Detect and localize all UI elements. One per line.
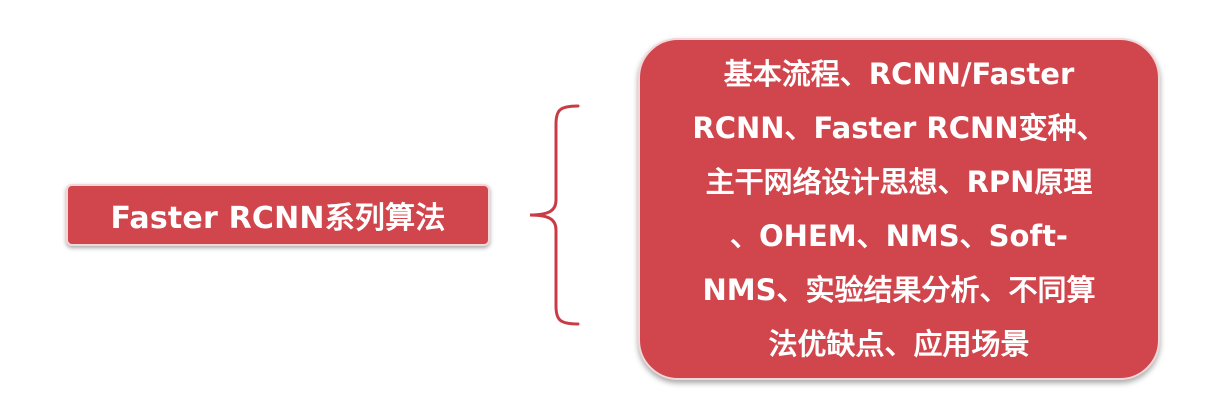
detail-line-3: 主干网络设计思想、RPN原理 [705, 165, 1093, 199]
detail-line-4: 、OHEM、NMS、Soft- [730, 219, 1068, 253]
detail-line-5: NMS、实验结果分析、不同算 [702, 273, 1096, 307]
root-node: Faster RCNN系列算法 [66, 184, 490, 246]
brace-path [529, 104, 580, 326]
detail-node: 基本流程、RCNN/Faster RCNN、Faster RCNN变种、 主干网… [638, 38, 1160, 380]
curly-brace-connector [529, 104, 580, 326]
detail-line-6: 法优缺点、应用场景 [768, 327, 1030, 361]
detail-line-1: 基本流程、RCNN/Faster [723, 57, 1075, 91]
detail-line-2: RCNN、Faster RCNN变种、 [692, 111, 1106, 145]
root-node-label: Faster RCNN系列算法 [110, 201, 446, 236]
